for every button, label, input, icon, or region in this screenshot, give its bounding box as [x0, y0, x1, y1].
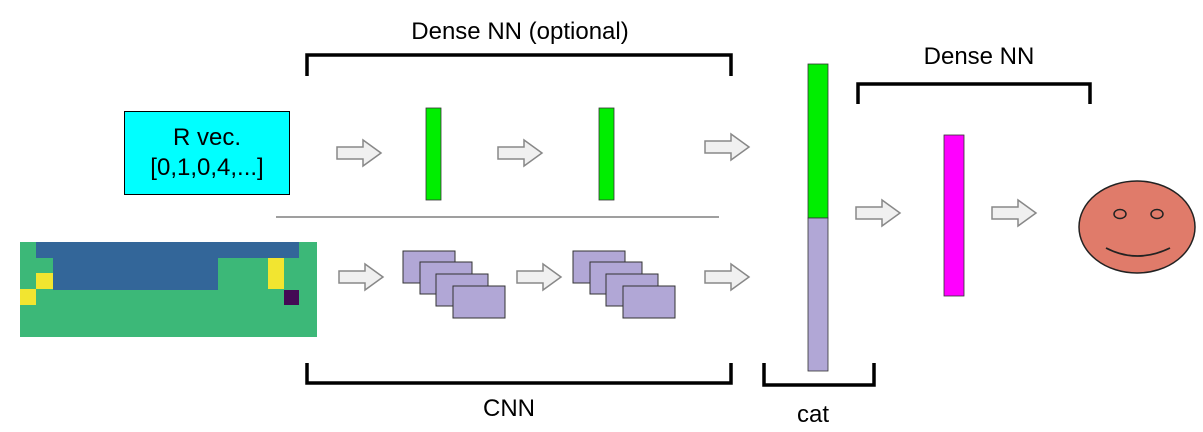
cnn-label: CNN	[483, 395, 535, 422]
output-dense-layer	[943, 134, 965, 297]
r-vector-title: R vec.	[172, 124, 241, 151]
cat-bracket	[762, 363, 876, 387]
arrow-icon	[704, 133, 750, 161]
r-vector-box: R vec. [0,1,0,4,...]	[124, 111, 290, 195]
cnn-bracket	[305, 363, 733, 385]
dense-nn-optional-label: Dense NN (optional)	[411, 18, 629, 45]
dense-optional-bracket	[305, 53, 733, 76]
feature-maps-1	[402, 250, 506, 319]
grid-map-image	[20, 242, 317, 337]
arrow-icon	[704, 263, 750, 291]
arrow-icon	[336, 139, 382, 167]
r-vector-values: [0,1,0,4,...]	[150, 154, 264, 181]
dense-layer-1	[425, 107, 442, 201]
arrow-icon	[338, 263, 384, 291]
dense-final-bracket	[856, 82, 1092, 104]
feature-maps-2	[572, 250, 676, 319]
concat-vector-cnn-part	[807, 217, 829, 372]
arrow-icon	[516, 263, 562, 291]
arrow-icon	[991, 199, 1037, 227]
dense-nn-label: Dense NN	[923, 43, 1035, 70]
arrow-icon	[855, 199, 901, 227]
cat-label: cat	[796, 401, 830, 428]
concat-vector-dense-part	[807, 63, 829, 219]
arrow-icon	[497, 139, 543, 167]
dense-layer-2	[598, 107, 615, 201]
smiley-face-icon	[1078, 180, 1196, 274]
